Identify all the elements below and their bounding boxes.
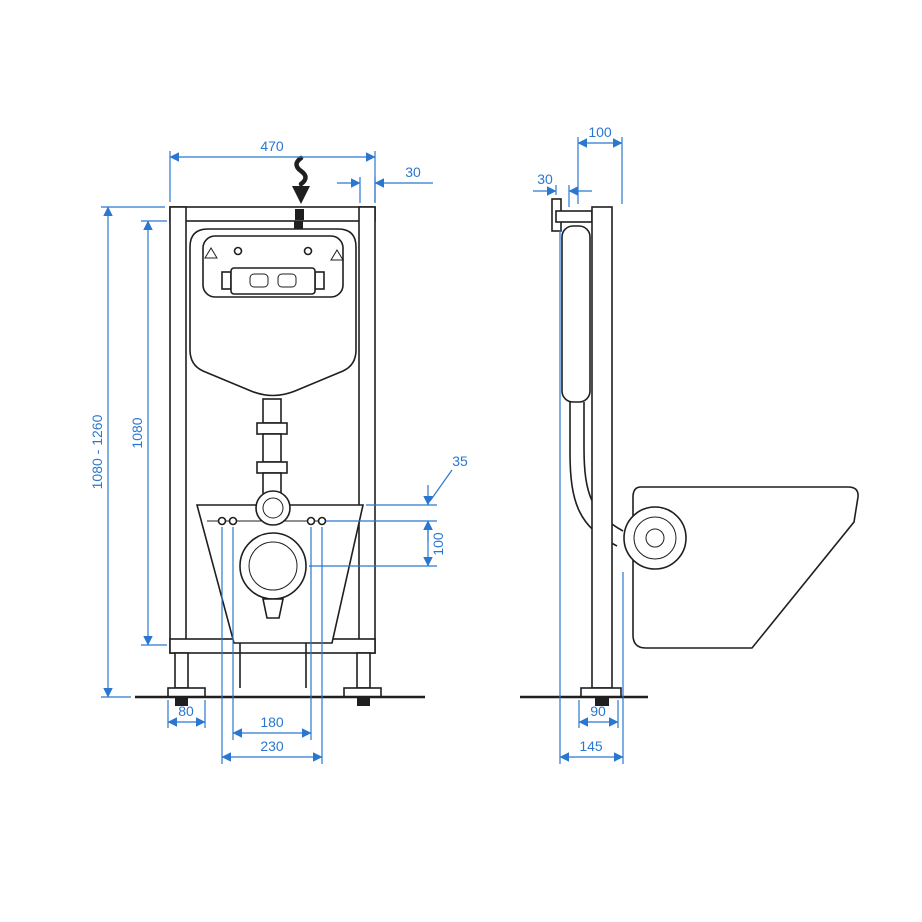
flush-plate <box>230 267 316 295</box>
plate-tab-left <box>221 271 232 290</box>
dim-label-100-side: 100 <box>588 124 612 140</box>
right-foot-pad <box>357 697 370 706</box>
drain-flange-outer <box>623 506 687 570</box>
front-frame <box>135 206 425 706</box>
flush-button-right <box>277 273 297 288</box>
side-foot-plate <box>580 687 622 698</box>
dim-label-230: 230 <box>260 738 284 754</box>
frame-right-rail <box>358 206 376 654</box>
frame-rail-profile <box>591 206 613 689</box>
wall-bracket-arm <box>555 210 593 223</box>
dim-side-frame-depth: 100 <box>577 124 623 204</box>
pipe-curve-back-edge <box>583 402 624 532</box>
flush-bend-outer <box>255 490 291 526</box>
side-frame <box>520 198 648 706</box>
panel-screw-right <box>303 246 313 256</box>
side-bowl <box>623 486 859 649</box>
dim-label-145: 145 <box>579 738 603 754</box>
cistern-front <box>189 209 357 397</box>
drain-flange-inner <box>645 528 665 548</box>
dim-front-overall-width: 470 <box>169 138 376 202</box>
drain-inner <box>248 541 298 591</box>
plate-tab-right <box>314 271 325 290</box>
pipe-upper <box>262 398 282 424</box>
warning-icon <box>330 249 344 261</box>
wavy-arrow-head <box>292 186 310 204</box>
frame-left-rail <box>169 206 187 654</box>
flow-arrow <box>292 155 310 204</box>
dim-label-470: 470 <box>260 138 284 154</box>
dim-side-base-depth: 145 <box>559 230 624 764</box>
dim-side-foot-depth: 90 <box>578 700 619 728</box>
bolt-inner-right <box>306 516 316 526</box>
dim-label-90: 90 <box>590 703 606 719</box>
inlet-mark <box>295 209 304 220</box>
dim-label-80: 80 <box>178 703 194 719</box>
recycle-icon <box>204 247 218 259</box>
panel-screw-left <box>233 246 243 256</box>
flush-bend-inner <box>262 497 284 519</box>
pipe-coupling-2 <box>256 461 288 474</box>
dim-side-bracket-offset: 30 <box>533 171 592 207</box>
right-foot-plate <box>343 687 382 698</box>
dim-front-offset-35: 35 <box>326 453 468 541</box>
dim-label-30-side: 30 <box>537 171 553 187</box>
dim-label-35: 35 <box>452 453 468 469</box>
front-view: 470 30 1080 - 1260 1080 35 <box>89 138 468 764</box>
dim-front-bolt-outer: 230 <box>221 527 323 764</box>
inlet-connector <box>294 221 303 229</box>
dim-front-flush-offset: 100 <box>309 520 446 567</box>
dim-label-1080-1260: 1080 - 1260 <box>89 414 105 489</box>
frame-top-bar <box>169 206 376 222</box>
left-foot-pad <box>175 697 188 706</box>
drain-flange-mid <box>633 516 677 560</box>
toilet-bowl-profile <box>632 486 859 649</box>
dim-front-bolt-inner: 180 <box>232 527 312 740</box>
dim-label-1080: 1080 <box>129 417 145 448</box>
dim-front-height-adjustable: 1080 - 1260 <box>89 206 165 698</box>
flush-pipe-front <box>256 398 288 496</box>
side-view: 100 30 90 145 <box>520 124 859 764</box>
dim-front-frame-height: 1080 <box>129 220 167 646</box>
frame-right-leg <box>356 652 371 689</box>
bolt-outer-left <box>217 516 227 526</box>
frame-left-leg <box>174 652 189 689</box>
dim-front-profile-width: 30 <box>337 164 433 203</box>
pipe-mid <box>262 433 282 463</box>
dim-label-30-front: 30 <box>405 164 421 180</box>
dim-label-180: 180 <box>260 714 284 730</box>
drain-outer <box>239 532 307 600</box>
flush-button-left <box>249 273 269 288</box>
dim-front-foot-width: 80 <box>167 700 206 728</box>
bolt-inner-left <box>228 516 238 526</box>
cistern-profile <box>561 225 591 403</box>
pipe-coupling-1 <box>256 422 288 435</box>
wavy-arrow-tail <box>294 155 308 187</box>
left-foot-plate <box>167 687 206 698</box>
bolt-outer-right <box>317 516 327 526</box>
drain-outlet <box>262 598 284 619</box>
dim-label-100-front: 100 <box>430 532 446 556</box>
side-foot-pad <box>595 697 609 706</box>
